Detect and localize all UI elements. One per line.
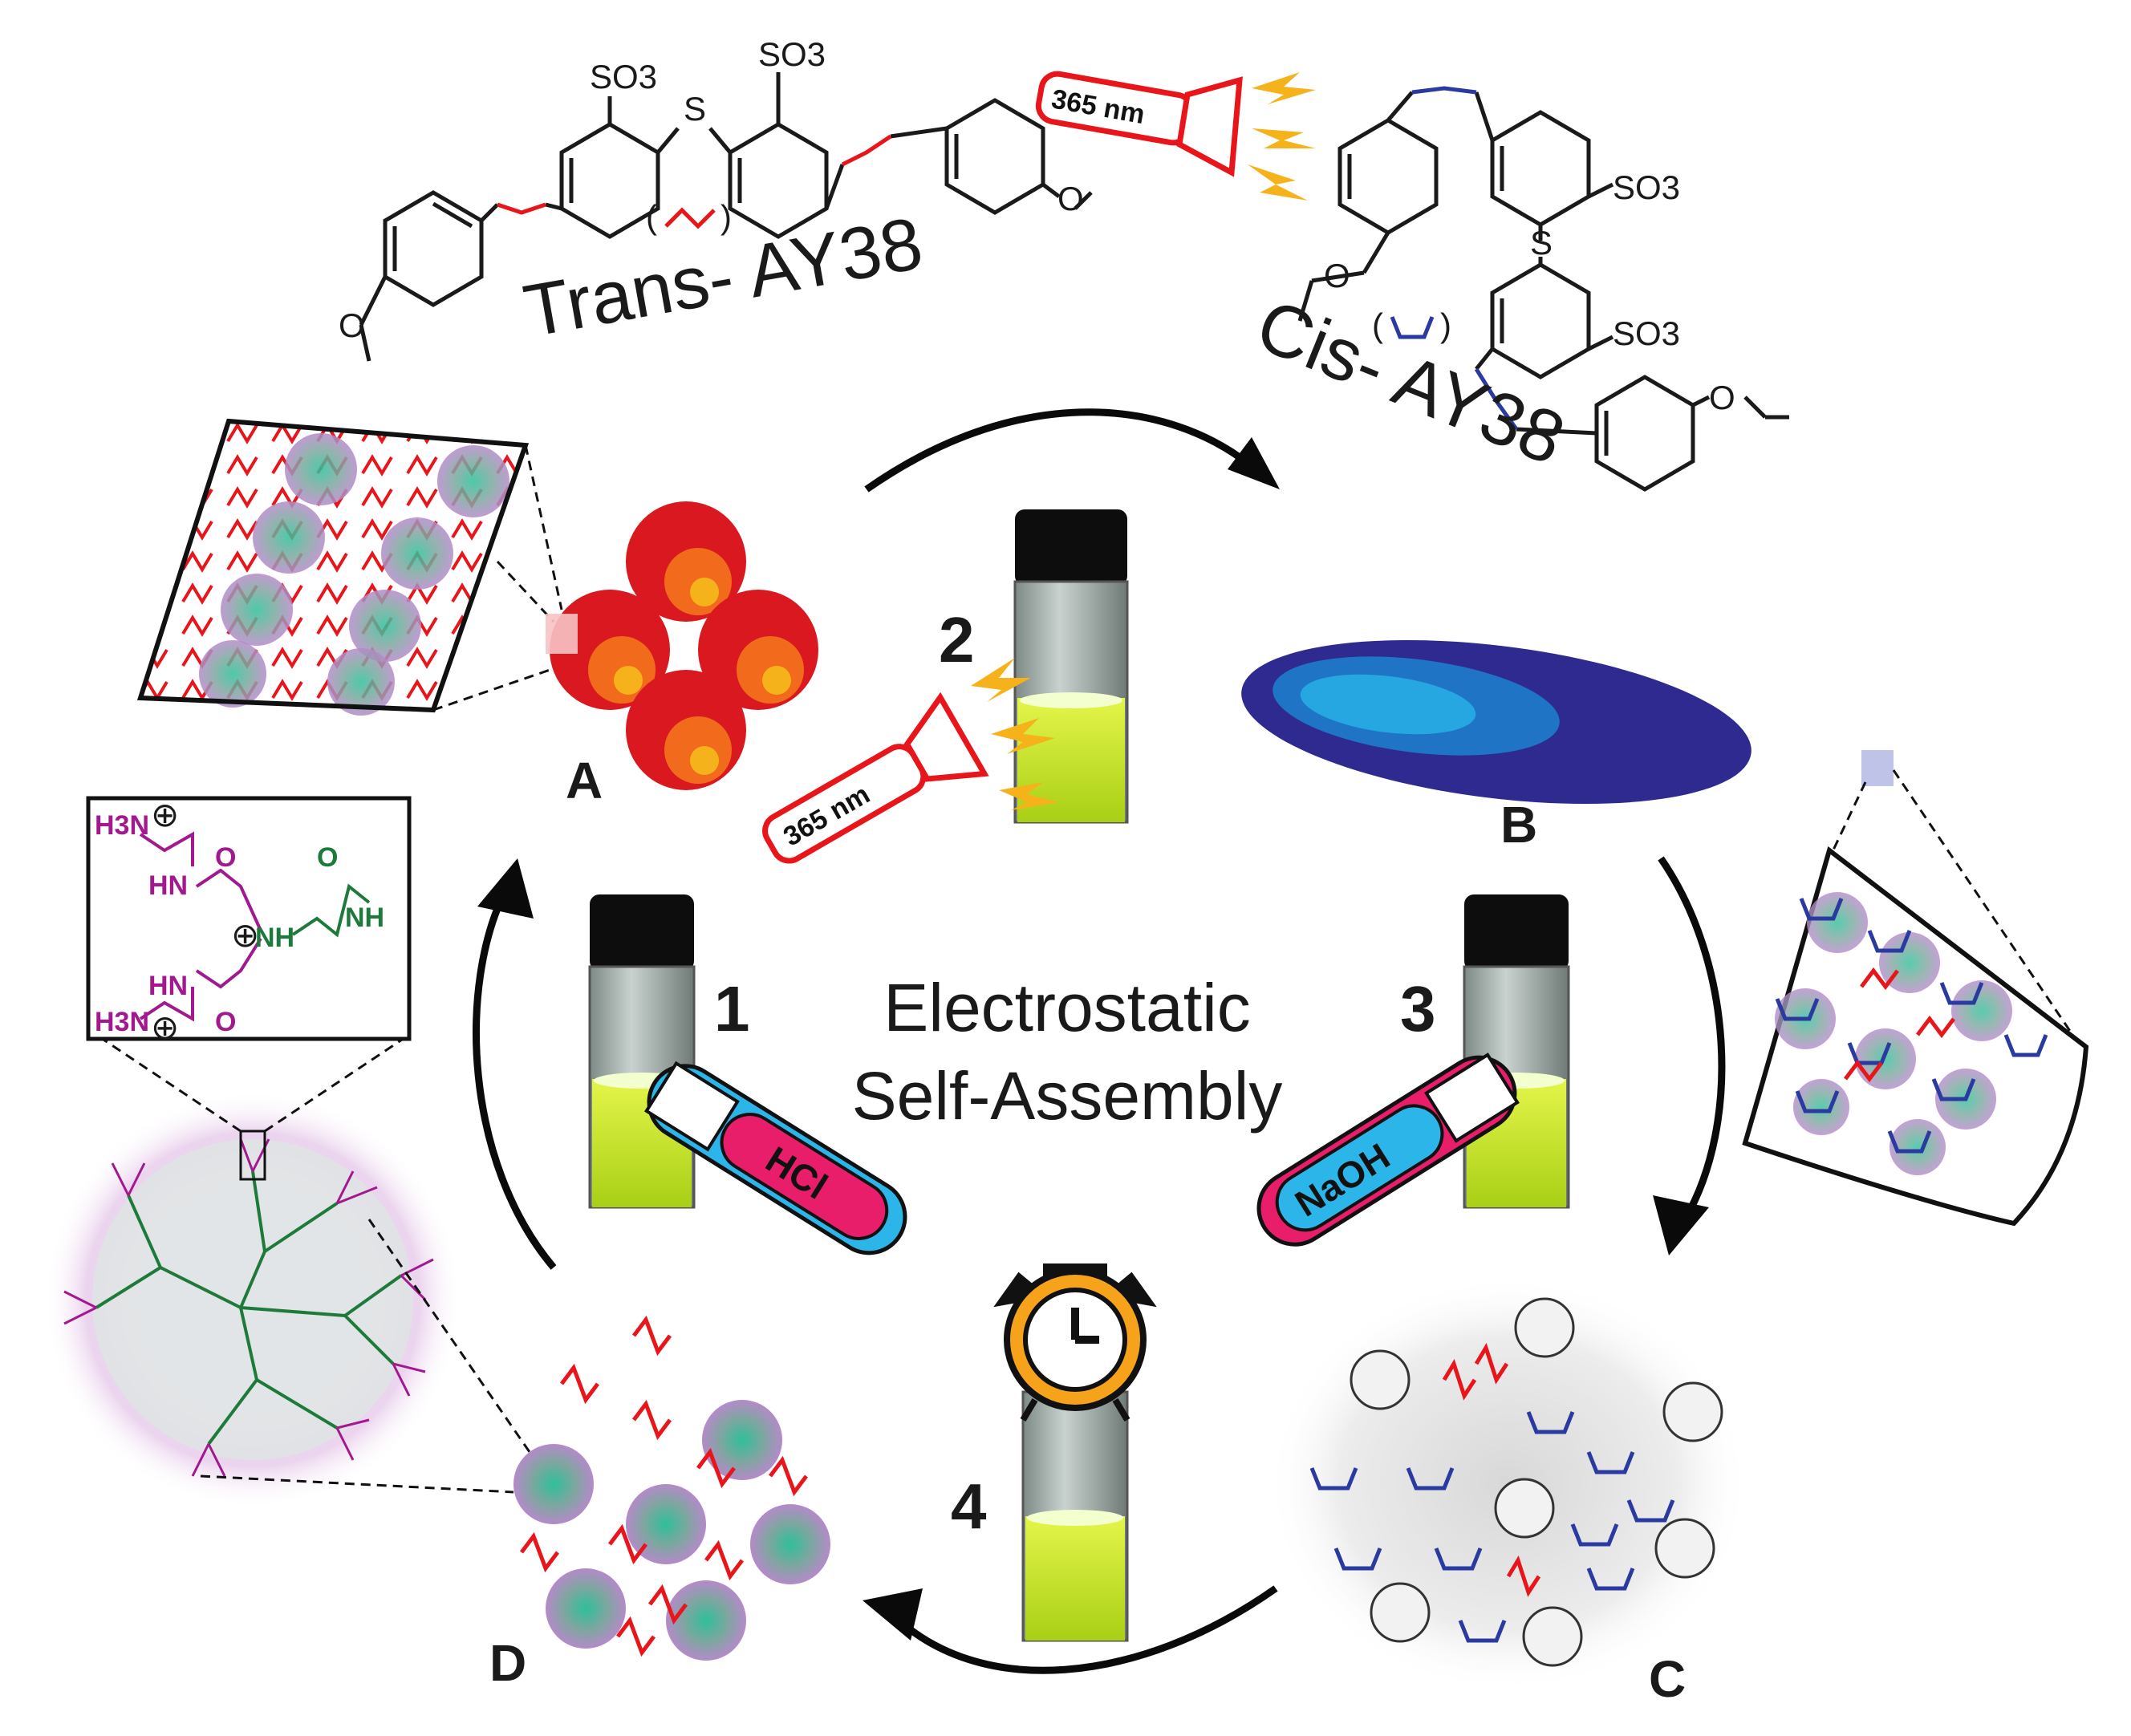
dendrimer-branches — [95, 1170, 403, 1446]
trans-sulfonate-2: SO3 — [758, 35, 826, 73]
state-a-label: A — [566, 752, 603, 809]
uv-ray-3 — [1248, 164, 1308, 201]
arrowhead-a-to-b — [1228, 437, 1280, 489]
cis-oxygen-2: O — [1709, 379, 1735, 416]
trans-bracket-open: ( — [646, 198, 657, 236]
trans-oxygen-2: O — [1057, 180, 1084, 217]
trans-bracket-close: ) — [720, 198, 732, 236]
state-b-label: B — [1500, 796, 1537, 854]
cis-ay38-name: Cis- AY38 — [1246, 284, 1576, 481]
cis-ay38-structure — [1297, 91, 1789, 492]
uv-ray-1 — [1252, 72, 1316, 104]
inset-plus-top: ⊕ — [151, 796, 179, 834]
uv-flashlight-top: 365 nm — [1035, 71, 1316, 201]
step-1-number: 1 — [714, 973, 750, 1044]
trans-sulfonate-1: SO3 — [590, 58, 657, 95]
inset-amide-nh-bottom: HN — [148, 971, 188, 1001]
arrowhead-d-to-a — [477, 858, 534, 919]
dendrimer-inset: H3N ⊕ HN O ⊕ NH O NH HN O H3N ⊕ — [86, 796, 412, 1046]
uv-ray-left-1 — [971, 658, 1031, 702]
cis-sulfonate-2: SO3 — [1613, 314, 1680, 352]
vial-4 — [1021, 1390, 1129, 1642]
state-d-beads — [513, 1315, 830, 1661]
vial-2 — [1013, 509, 1129, 824]
inset-amide-o-top: O — [215, 842, 236, 873]
state-a-particles — [546, 501, 818, 790]
trans-ay38-structure — [359, 72, 1093, 362]
inset-right-nh: NH — [345, 902, 384, 933]
trans-azo-groups — [497, 134, 892, 215]
state-d-label: D — [489, 1634, 526, 1692]
state-b-wedge — [1742, 846, 2089, 1227]
arrow-d-to-a — [473, 888, 557, 1270]
vial-1 — [588, 894, 696, 1209]
arrowhead-b-to-c — [1653, 1195, 1709, 1255]
hcl-test-tube: HCl — [644, 1061, 907, 1255]
cis-bracket-close: ) — [1440, 306, 1451, 344]
cis-oxygen-1: O — [1324, 257, 1350, 294]
trans-sulfur: S — [684, 90, 706, 128]
uv-ray-2 — [1252, 128, 1316, 148]
cis-sulfur: S — [1530, 224, 1553, 262]
inset-amide-o-right: O — [317, 842, 338, 873]
inset-amide-nh-top: HN — [148, 870, 188, 901]
arrow-a-to-b — [864, 408, 1263, 493]
state-b-disc — [1241, 639, 2080, 1044]
dendrimer-termini — [63, 1138, 434, 1477]
inset-core-plus: ⊕ — [231, 916, 259, 954]
inset-plus-bottom: ⊕ — [151, 1008, 179, 1046]
arrowhead-c-to-d — [863, 1588, 923, 1641]
state-a-film — [136, 418, 563, 716]
cis-azo-groups — [1411, 86, 1519, 431]
cis-isomer-icon — [1390, 316, 1435, 339]
trans-oxygen: O — [339, 306, 365, 344]
vial-3 — [1463, 894, 1570, 1209]
state-c-label: C — [1649, 1650, 1686, 1708]
trans-isomer-icon — [664, 207, 716, 229]
step-4-number: 4 — [951, 1470, 987, 1542]
cycle-arrows — [473, 408, 1726, 1674]
cis-sulfonate-1: SO3 — [1613, 168, 1680, 206]
arrow-b-to-c — [1658, 856, 1726, 1222]
state-c-cloud — [1268, 1276, 1749, 1693]
state-d-dendrimer — [44, 1033, 531, 1508]
inset-amide-o-bottom: O — [215, 1007, 236, 1037]
step-3-number: 3 — [1400, 973, 1436, 1044]
center-line-1: Electrostatic — [883, 970, 1251, 1045]
alarm-clock-icon — [993, 1263, 1157, 1422]
center-line-2: Self-Assembly — [852, 1058, 1283, 1134]
step-2-number: 2 — [939, 604, 975, 675]
arrow-c-to-d — [887, 1585, 1278, 1674]
cis-bracket-open: ( — [1372, 306, 1383, 344]
uv-ray-left-2 — [991, 718, 1055, 754]
inset-amine-bottom: H3N — [95, 1007, 149, 1037]
inset-core-nh: NH — [255, 923, 294, 953]
inset-amine-top: H3N — [95, 810, 149, 841]
uv-ray-left-3 — [999, 782, 1059, 810]
